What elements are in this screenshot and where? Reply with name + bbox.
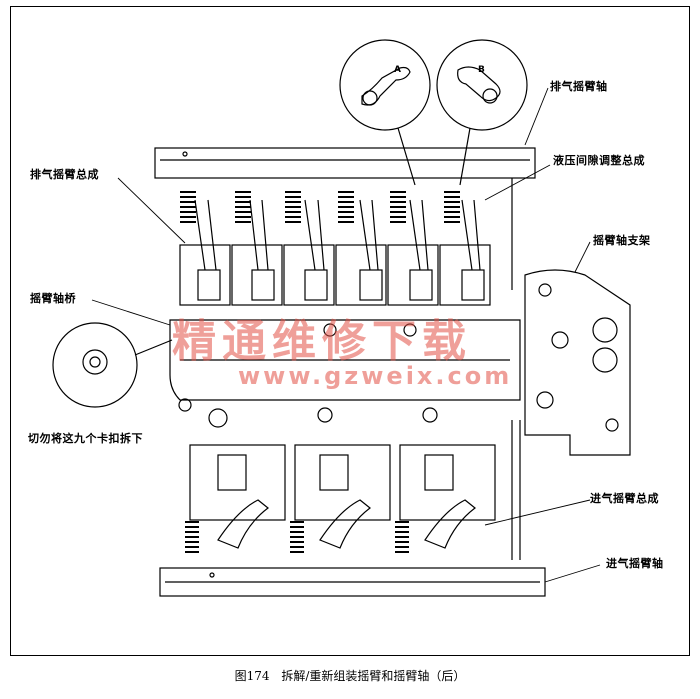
intake-springs [185,521,409,553]
label-intake-rocker-assembly: 进气摇臂总成 [590,492,659,505]
detail-circle-a [339,39,431,131]
watermark-main: 精通维修下载 [172,316,472,367]
label-rocker-shaft-bracket: 摇臂轴支架 [593,234,651,247]
rocker-shaft-bracket [524,269,631,456]
clip-detail-circle [52,322,138,408]
intake-rocker-shaft [159,567,546,597]
exhaust-rocker-arms [179,199,491,306]
label-intake-rocker-shaft: 进气摇臂轴 [606,557,664,570]
figure-frame [10,6,690,656]
watermark-url: www.gzweix.com [238,362,513,390]
exhaust-springs [180,191,460,223]
label-clip-warning: 切勿将这九个卡扣拆下 [28,432,143,445]
figure-number: 图174 [234,669,270,683]
callout-arm-a: A [394,65,401,75]
label-exhaust-rocker-shaft: 排气摇臂轴 [550,80,608,93]
figure-caption: 图174 拆解/重新组装摇臂和摇臂轴（后） [0,667,700,684]
exhaust-rocker-shaft [154,147,536,179]
label-exhaust-rocker-assembly: 排气摇臂总成 [30,168,99,181]
detail-circle-b [436,39,528,131]
label-hydraulic-lash-adjuster: 液压间隙调整总成 [553,154,645,167]
intake-rocker-arms [189,444,496,549]
rocker-shaft-bridge [169,319,521,428]
callout-arm-b: B [478,65,485,75]
label-rocker-shaft-bridge: 摇臂轴桥 [30,292,76,305]
figure-title: 拆解/重新组装摇臂和摇臂轴（后） [281,669,466,683]
